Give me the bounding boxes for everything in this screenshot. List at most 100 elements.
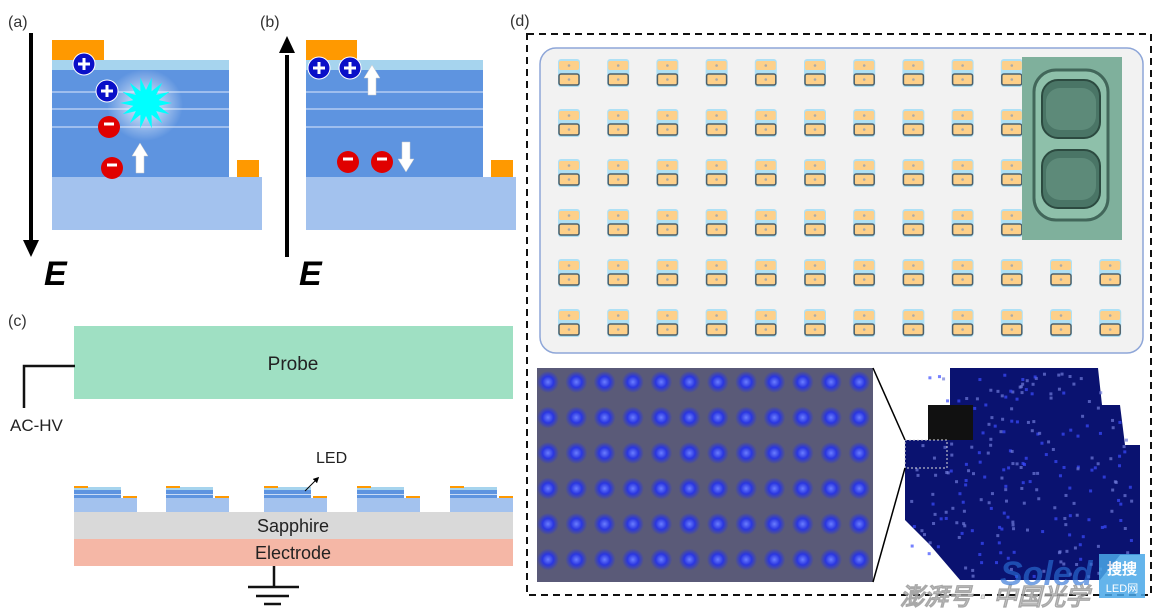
led-chip	[357, 486, 420, 512]
glowing-led	[791, 406, 814, 429]
glowing-led	[706, 442, 729, 464]
glowing-led	[621, 548, 644, 571]
micro-led-chip	[607, 259, 630, 287]
glowing-led	[706, 548, 729, 571]
micro-led-chip	[1000, 159, 1023, 187]
micro-led-chip	[607, 309, 630, 337]
micro-led-chip	[951, 209, 974, 237]
glowing-led	[848, 371, 871, 393]
led-chip	[264, 486, 327, 512]
glowing-led	[593, 442, 616, 464]
glowing-led	[820, 442, 842, 464]
led-chip	[166, 486, 229, 512]
led-array-cross-section	[74, 486, 513, 512]
probe-label: Probe	[268, 354, 319, 375]
glowing-led	[650, 513, 673, 535]
zoom-connector-bottom	[872, 467, 906, 583]
micro-led-chip	[705, 59, 728, 87]
ac-hv-label: AC-HV	[10, 416, 64, 435]
glowing-led	[678, 513, 701, 535]
zoom-region-marker	[904, 439, 948, 469]
glowing-led	[650, 548, 673, 571]
panel-c-label: (c)	[8, 313, 27, 330]
n-contact	[491, 160, 513, 177]
electron-icon	[98, 116, 120, 138]
micro-led-chip	[754, 209, 777, 237]
micro-led-chip	[607, 209, 630, 237]
glowing-led	[565, 548, 588, 571]
micro-led-chip	[804, 309, 826, 337]
ground-symbol-icon	[248, 566, 299, 606]
micro-led-chip	[902, 159, 925, 187]
glowing-led	[820, 406, 842, 429]
panel-c: (c) Probe AC-HV LED Sapphire Electrode	[8, 313, 513, 606]
panel-d-dashed-frame	[526, 33, 1152, 596]
glowing-led	[593, 406, 616, 429]
electrode-layer	[74, 539, 513, 566]
substrate-layer	[306, 177, 516, 230]
glowing-led	[791, 548, 814, 571]
micro-led-chip	[853, 159, 876, 187]
glowing-led	[763, 406, 786, 429]
glowing-led	[735, 548, 758, 571]
glowing-led	[735, 513, 758, 535]
glowing-led	[706, 371, 729, 393]
glowing-led	[820, 548, 842, 571]
micro-led-chip	[902, 209, 925, 237]
panel-d: (d)	[510, 13, 1152, 596]
glowing-led	[763, 513, 786, 535]
micro-led-chip	[902, 59, 925, 87]
field-label-e: E	[299, 255, 323, 293]
glowing-led	[706, 477, 729, 500]
hole-motion-arrow-up	[363, 64, 381, 96]
glowing-led	[791, 513, 814, 535]
glowing-led	[678, 371, 701, 393]
electron-icon	[371, 151, 393, 173]
glowing-led	[537, 513, 559, 535]
micro-led-chip	[705, 259, 728, 287]
micro-led-chip	[804, 109, 826, 137]
probe	[74, 326, 513, 399]
micro-led-chip	[656, 159, 679, 187]
glowing-led	[820, 371, 842, 393]
watermark: 澎湃号 · 中国光学 Soled 搜搜 LED网	[900, 554, 1145, 611]
glowing-led	[735, 442, 758, 464]
glowing-led	[537, 548, 559, 571]
glowing-led	[537, 406, 559, 429]
micro-led-chip	[705, 209, 728, 237]
micro-led-chip	[951, 259, 974, 287]
glowing-led	[650, 477, 673, 500]
glowing-led	[537, 371, 559, 393]
glowing-led	[791, 442, 814, 464]
micro-led-chip	[754, 159, 777, 187]
glowing-led	[593, 371, 616, 393]
glowing-led	[650, 371, 673, 393]
micro-led-chip	[1099, 309, 1122, 337]
glowing-led	[706, 513, 729, 535]
glowing-led	[537, 442, 559, 464]
glowing-led	[706, 406, 729, 429]
micro-led-chip	[705, 309, 728, 337]
field-label-e: E	[44, 255, 68, 293]
micro-led-chip	[902, 109, 925, 137]
glowing-led	[763, 371, 786, 393]
micro-led-chip	[656, 259, 679, 287]
glowing-led	[593, 477, 616, 500]
micro-led-chip	[951, 59, 974, 87]
micro-led-chip	[754, 309, 777, 337]
glowing-led	[565, 477, 588, 500]
micro-led-chip	[705, 109, 728, 137]
field-arrowhead	[279, 36, 295, 53]
glowing-led	[678, 442, 701, 464]
micro-led-chip	[951, 309, 974, 337]
glowing-led	[735, 406, 758, 429]
zoom-connector-top	[872, 367, 906, 441]
micro-led-chip	[754, 59, 777, 87]
electron-motion-arrow-up	[131, 142, 149, 174]
glowing-led	[621, 442, 644, 464]
micro-led-chip	[853, 259, 876, 287]
micro-led-chip	[804, 59, 826, 87]
glowing-led	[621, 477, 644, 500]
